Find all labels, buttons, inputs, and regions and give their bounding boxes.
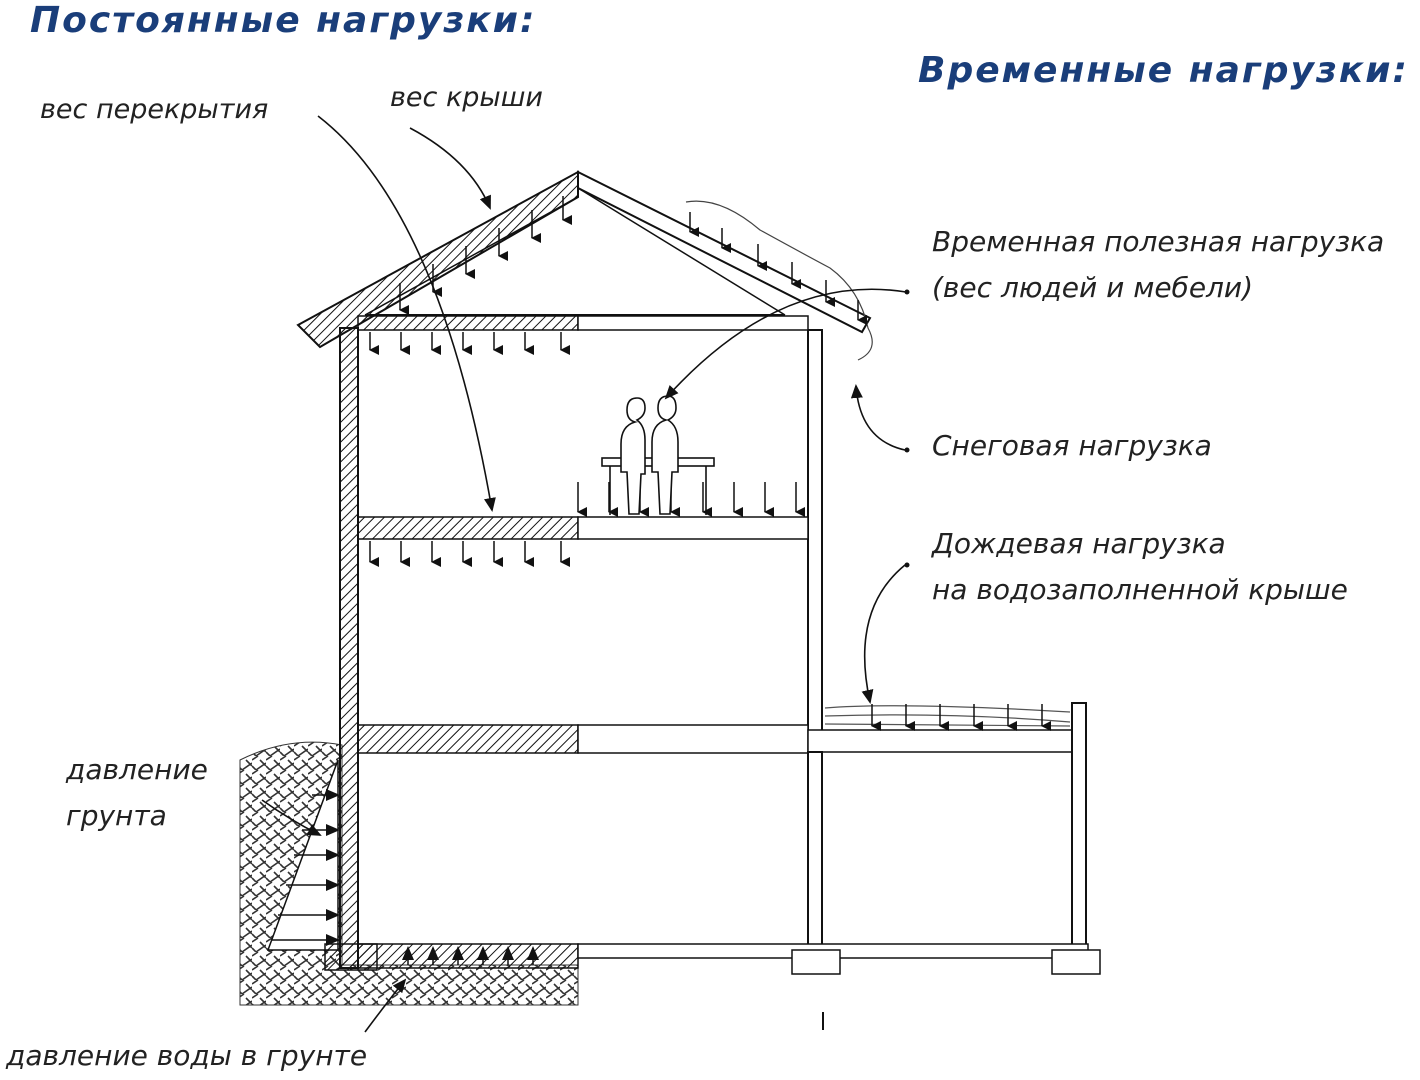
floor-weight-label: вес перекрытия	[40, 94, 269, 125]
basement-slab	[324, 943, 1101, 975]
snow-load-label: Снеговая нагрузка	[932, 429, 1212, 462]
roof-weight-label: вес крыши	[390, 82, 543, 113]
soil-pressure-label-line2: грунта	[66, 799, 167, 832]
roof-weight-leader	[409, 127, 491, 210]
live-load-leader	[664, 288, 907, 400]
temporary-loads-heading: Временные нагрузки:	[918, 50, 1409, 91]
first-floor-slab	[357, 724, 809, 754]
groundwater-pressure-arrows	[402, 946, 539, 965]
rain-load-leader	[861, 564, 906, 704]
floor-weight-leader	[317, 115, 496, 512]
live-load-label-line2: (вес людей и мебели)	[932, 271, 1254, 304]
permanent-loads-heading: Постоянные нагрузки:	[30, 0, 537, 41]
groundwater-pressure-label: давление воды в грунте	[6, 1039, 368, 1072]
leader-dots	[904, 289, 910, 568]
roof-load-arrows	[399, 196, 572, 315]
attic-slab	[357, 315, 809, 331]
second-slab-load-arrows	[369, 541, 570, 567]
soil-pressure-label-line1: давление	[66, 753, 208, 786]
right-wall	[807, 329, 823, 751]
snow-load-leader	[850, 384, 906, 451]
rain-load-label-line2: на водозаполненной крыше	[932, 573, 1348, 606]
attic-slab-load-arrows	[369, 332, 570, 355]
leader-lines	[261, 115, 907, 1033]
people-figures	[601, 395, 715, 515]
rain-load-arrows	[871, 704, 1051, 731]
annex	[807, 702, 1087, 974]
second-floor-slab	[357, 516, 809, 540]
left-wall	[339, 327, 359, 969]
rain-load-label-line1: Дождевая нагрузка	[932, 527, 1226, 560]
live-load-label-line1: Временная полезная нагрузка	[932, 225, 1385, 258]
groundwater-leader	[364, 978, 407, 1033]
soil-pressure-leader	[261, 799, 322, 836]
snow-load-arrows	[685, 200, 873, 361]
